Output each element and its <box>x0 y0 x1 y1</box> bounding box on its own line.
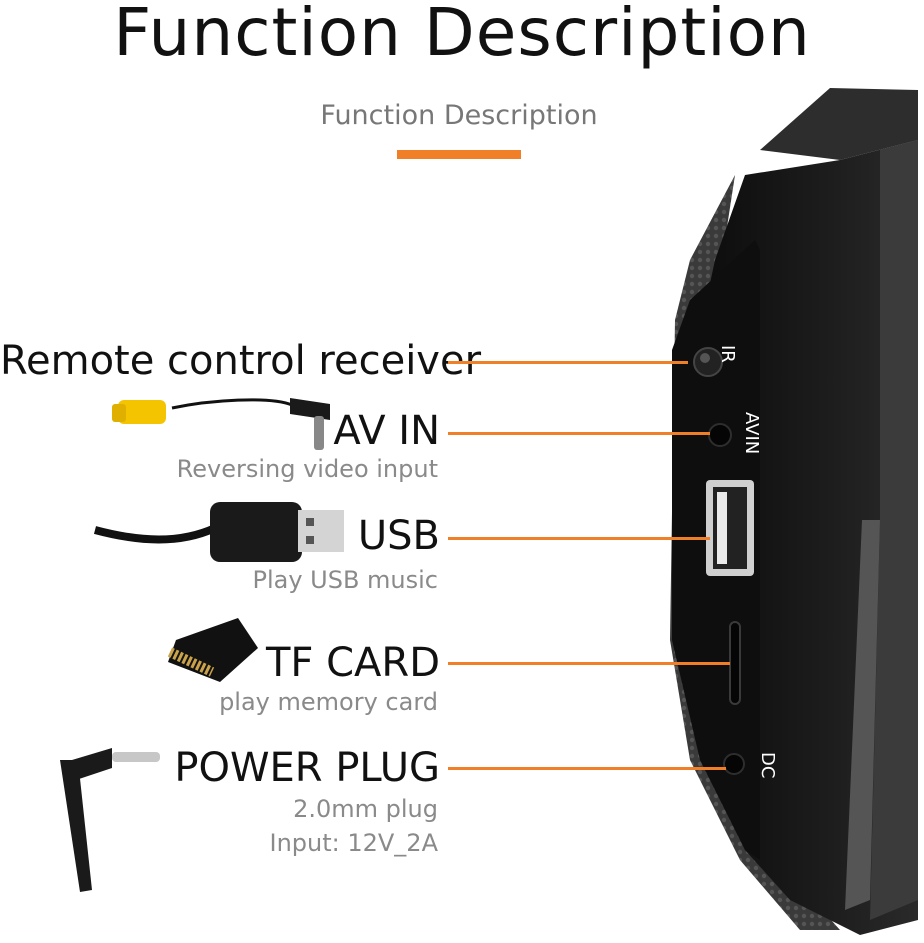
page-title: Function Description <box>113 0 811 71</box>
dc-port-label: DC <box>757 752 778 779</box>
power-plug-caption-size: 2.0mm plug <box>293 795 438 823</box>
power-plug-caption-input: Input: 12V_2A <box>269 829 438 857</box>
tf-card-label: TF CARD <box>265 640 440 686</box>
power-plug-leader-line <box>448 767 726 770</box>
title-accent-bar <box>397 150 521 159</box>
av-in-label: AV IN <box>333 408 440 454</box>
usb-leader-line <box>448 537 710 540</box>
power-plug-label: POWER PLUG <box>174 745 440 791</box>
remote-control-leader-line <box>448 361 688 364</box>
usb-caption: Play USB music <box>252 566 438 594</box>
tf-card-leader-line <box>448 662 730 665</box>
tf-card-caption: play memory card <box>219 688 438 716</box>
page-subtitle: Function Description <box>320 100 598 131</box>
remote-control-receiver-label: Remote control receiver <box>0 338 482 384</box>
av-in-caption: Reversing video input <box>176 455 438 483</box>
av-in-leader-line <box>448 432 710 435</box>
avin-port-label: AVIN <box>741 412 762 455</box>
usb-label: USB <box>357 513 440 559</box>
ir-port-label: IR <box>717 345 738 363</box>
